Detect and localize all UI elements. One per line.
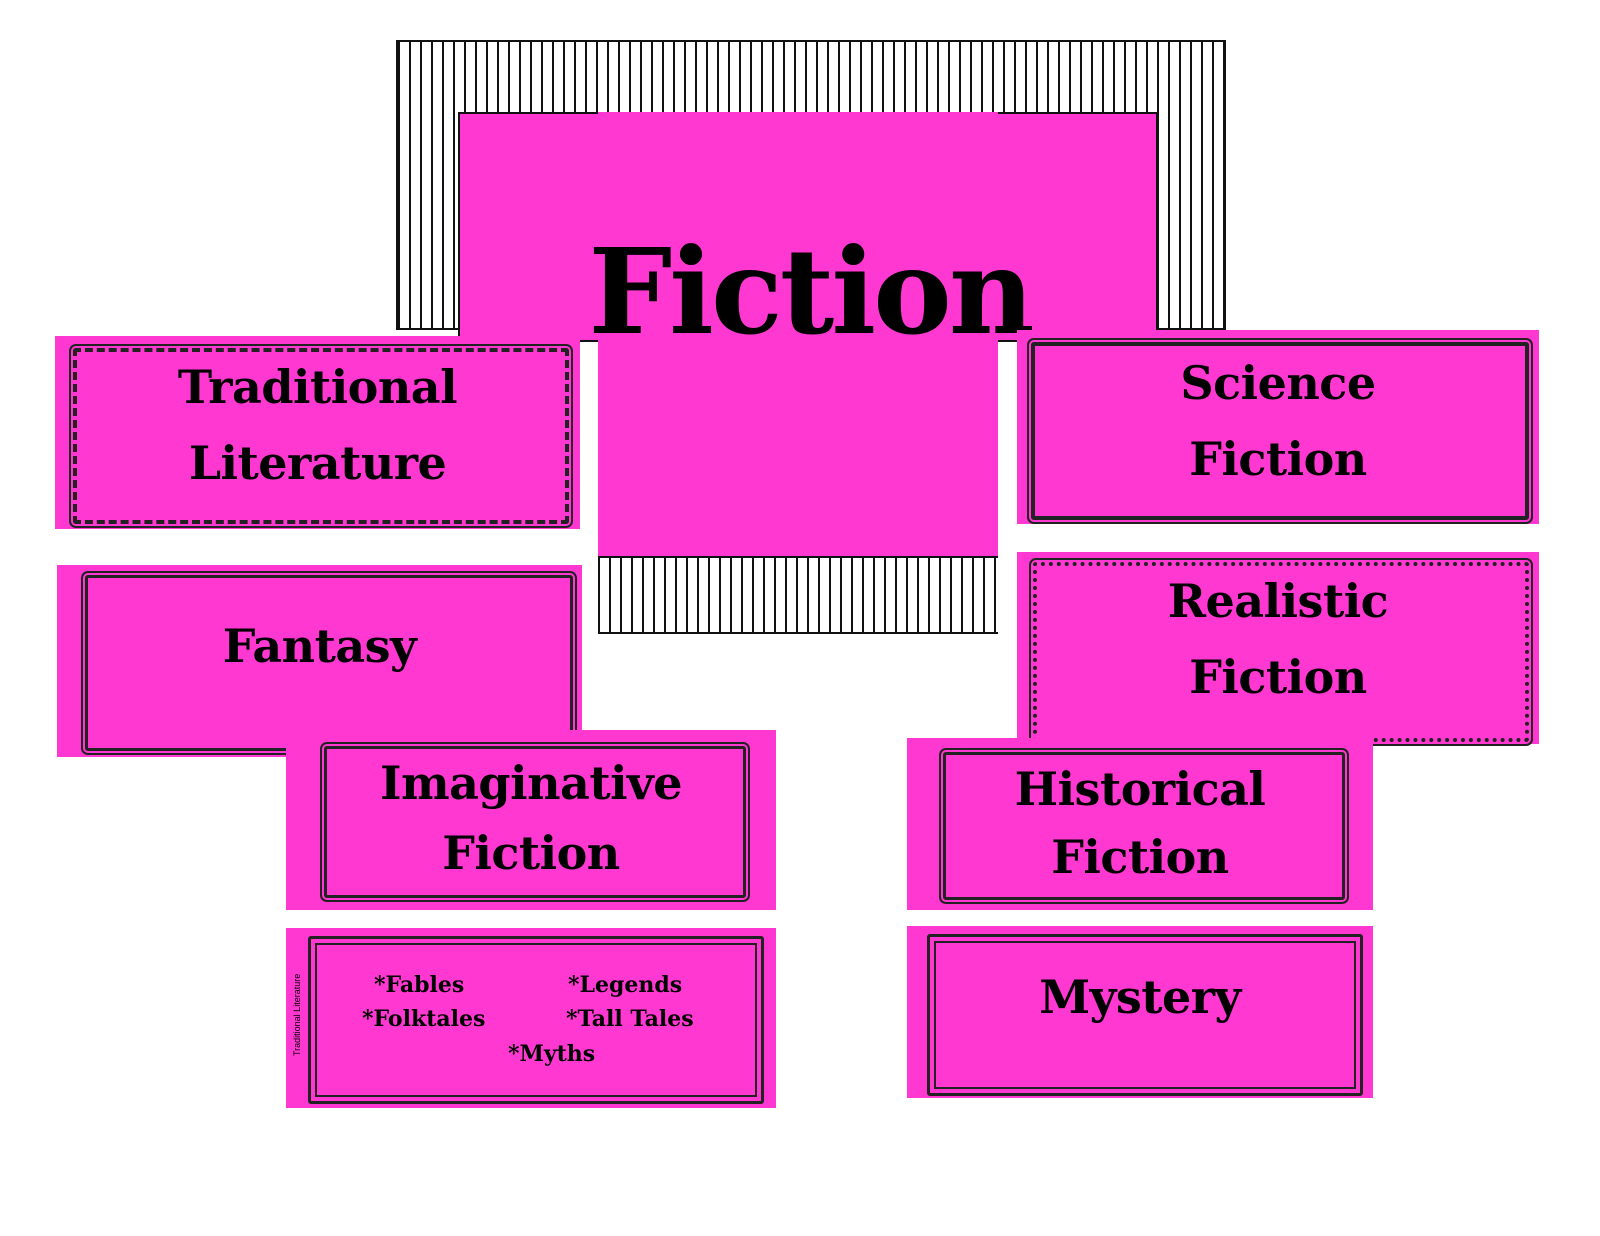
card-title-line2: Fiction — [1189, 650, 1367, 704]
title-poster-striped-bottom — [598, 556, 998, 634]
subgenre-item-folktales: *Folktales — [362, 1006, 486, 1032]
subgenre-item-fables: *Fables — [374, 972, 465, 998]
card-science-fiction: Science Fiction — [1017, 330, 1539, 524]
card-title-line2: Fiction — [442, 826, 620, 880]
card-title-line1: Realistic — [1167, 574, 1389, 628]
card-border — [927, 934, 1363, 1096]
title-fiction: Fiction — [588, 222, 1034, 361]
card-traditional-subgenres: Traditional Literature *Fables *Legends … — [286, 928, 776, 1108]
card-traditional-literature: Traditional Literature — [55, 336, 580, 529]
card-border — [73, 348, 569, 524]
card-mystery: Mystery — [907, 926, 1373, 1098]
card-border — [308, 936, 764, 1104]
card-border — [1031, 342, 1529, 520]
subgenre-item-legends: *Legends — [568, 972, 683, 998]
subgenre-item-myths: *Myths — [508, 1041, 596, 1067]
card-historical-fiction: Historical Fiction — [907, 738, 1373, 910]
title-poster-pink-center — [598, 112, 998, 558]
card-title-line1: Historical — [1014, 762, 1266, 816]
card-title-line2: Fiction — [1051, 830, 1229, 884]
card-title-line1: Imaginative — [379, 756, 683, 810]
card-fantasy: Fantasy — [57, 565, 582, 757]
side-label: Traditional Literature — [292, 973, 302, 1056]
card-title-line2: Fiction — [1189, 432, 1367, 486]
card-title-line1: Mystery — [1039, 970, 1241, 1024]
subgenre-item-tall-tales: *Tall Tales — [566, 1006, 694, 1032]
card-border — [943, 752, 1345, 900]
card-imaginative-fiction: Imaginative Fiction — [286, 730, 776, 910]
card-title-line2: Literature — [188, 436, 447, 490]
card-realistic-fiction: Realistic Fiction — [1017, 552, 1539, 744]
card-title-line1: Science — [1180, 356, 1376, 410]
card-title-line1: Traditional — [177, 360, 458, 414]
card-title-line1: Fantasy — [222, 619, 417, 673]
card-border — [324, 746, 746, 898]
